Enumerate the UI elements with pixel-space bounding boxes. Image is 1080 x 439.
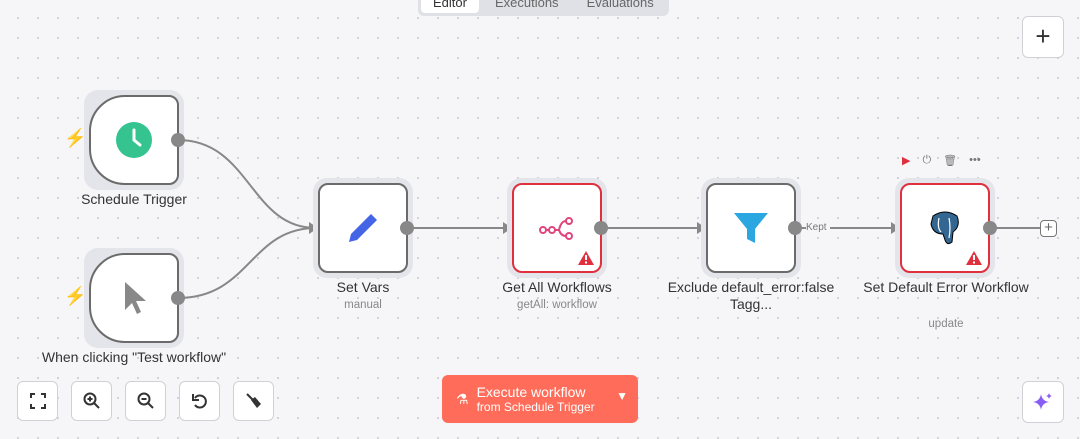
view-tabs: Editor Executions Evaluations: [418, 0, 669, 16]
tab-editor[interactable]: Editor: [421, 0, 479, 13]
output-handle[interactable]: [171, 133, 185, 147]
node-schedule-trigger[interactable]: [84, 90, 184, 190]
execute-subtitle: from Schedule Trigger: [476, 400, 595, 414]
edge-schedule-setvars: [177, 139, 317, 229]
zoom-in-button[interactable]: [71, 381, 112, 421]
tab-evaluations[interactable]: Evaluations: [586, 0, 654, 10]
output-handle[interactable]: [400, 221, 414, 235]
clock-icon: [116, 122, 152, 158]
pencil-icon: [349, 214, 377, 242]
flask-icon: ⚗: [456, 390, 469, 407]
edge-manual-setvars: [177, 227, 317, 299]
node-subtitle: getAll: workflow: [517, 299, 597, 311]
node-subtitle: manual: [344, 299, 382, 311]
power-icon[interactable]: ⏻: [922, 154, 932, 166]
broom-icon: [245, 393, 261, 408]
trash-icon[interactable]: 🗑: [943, 155, 958, 167]
output-handle[interactable]: [788, 221, 802, 235]
node-label: Set Vars: [336, 279, 390, 295]
tab-executions[interactable]: Executions: [494, 0, 559, 10]
output-handle[interactable]: [171, 291, 185, 305]
warning-icon[interactable]: [578, 251, 594, 265]
chevron-down-icon[interactable]: ▼: [616, 389, 628, 403]
node-label: When clicking "Test workflow": [41, 349, 227, 365]
node-exclude-filter[interactable]: [701, 178, 801, 278]
filter-icon: [734, 213, 768, 243]
fullscreen-icon: [29, 393, 46, 409]
zoom-in-icon: [83, 392, 100, 409]
zoom-out-button[interactable]: [125, 381, 166, 421]
output-handle[interactable]: [594, 221, 608, 235]
sparkle-icon: [1033, 393, 1052, 410]
trigger-bolt-icon: ⚡: [64, 286, 87, 306]
cursor-icon: [125, 282, 146, 314]
postgres-icon: [930, 211, 959, 245]
warning-icon[interactable]: [966, 251, 982, 265]
zoom-out-icon: [137, 392, 154, 409]
undo-icon: [191, 394, 207, 409]
node-get-all-workflows[interactable]: [507, 178, 607, 278]
node-label: Set Default Error Workflow: [863, 279, 1029, 295]
node-label: Exclude default_error:false Tagg...: [667, 279, 835, 312]
trigger-bolt-icon: ⚡: [64, 128, 87, 148]
tidy-up-button[interactable]: [233, 381, 274, 421]
execute-title: Execute workflow: [476, 384, 586, 400]
n8n-icon: [539, 217, 573, 240]
node-toolbar: ▶ ⏻ 🗑 •••: [902, 154, 981, 167]
node-subtitle: update: [928, 318, 964, 330]
node-label: Schedule Trigger: [81, 191, 187, 207]
reset-zoom-button[interactable]: [179, 381, 220, 421]
node-manual-trigger[interactable]: [84, 248, 184, 348]
node-label: Get All Workflows: [502, 279, 612, 295]
edge-label-kept: Kept: [806, 222, 827, 233]
fit-view-button[interactable]: [17, 381, 58, 421]
more-icon[interactable]: •••: [969, 154, 981, 166]
add-node-button[interactable]: +: [1022, 16, 1064, 58]
output-handle[interactable]: [983, 221, 997, 235]
add-next-node-button[interactable]: +: [1040, 220, 1057, 237]
play-icon[interactable]: ▶: [902, 155, 911, 167]
ai-assistant-button[interactable]: [1022, 381, 1064, 423]
node-set-vars[interactable]: [313, 178, 413, 278]
node-set-default-error-workflow[interactable]: [895, 178, 995, 278]
